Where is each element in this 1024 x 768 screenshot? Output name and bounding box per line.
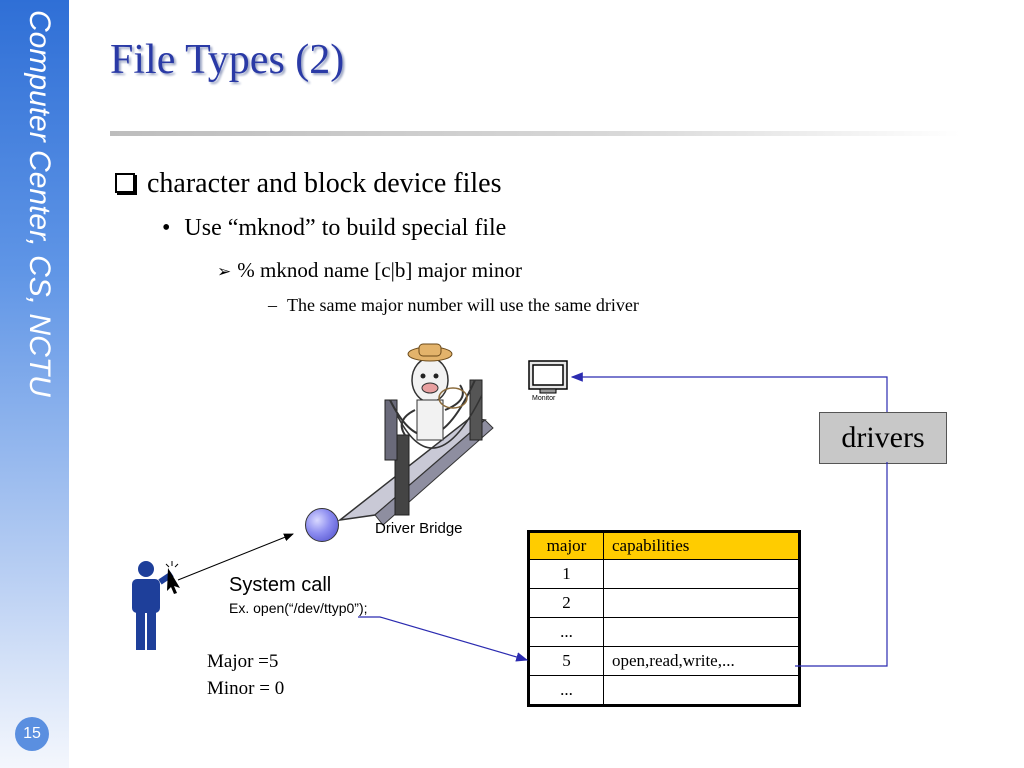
major-value-text: Major =5	[207, 651, 279, 672]
bullet-level2-text: Use “mknod” to build special file	[184, 215, 507, 241]
system-call-label: System call	[229, 574, 332, 596]
major-cell: 5	[528, 646, 604, 676]
bullet-level3-text: % mknod name [c|b] major minor	[237, 258, 522, 282]
title-divider	[110, 131, 960, 136]
bullet-level4-text: The same major number will use the same …	[287, 295, 639, 315]
capabilities-cell	[603, 588, 800, 618]
table-row: ...	[528, 617, 800, 647]
header-capabilities: capabilities	[603, 531, 800, 560]
bullet-level2: • Use “mknod” to build special file	[162, 215, 506, 242]
driver-table: major capabilities 1 2 ... 5 open,read,w…	[527, 530, 801, 707]
capabilities-cell: open,read,write,...	[603, 646, 800, 676]
capabilities-cell	[603, 559, 800, 589]
major-cell: ...	[528, 675, 604, 706]
table-row: ...	[528, 675, 800, 706]
monitor-label: Monitor	[532, 395, 556, 402]
checkbox-bullet-icon	[115, 173, 135, 193]
syscall-to-table-arrow	[358, 616, 529, 662]
major-cell: ...	[528, 617, 604, 647]
minor-value-text: Minor = 0	[207, 678, 285, 699]
dash-bullet-icon: –	[268, 295, 277, 315]
drivers-to-monitor-arrow	[570, 372, 888, 412]
bullet-level4: –The same major number will use the same…	[268, 295, 639, 316]
sidebar-caption: Computer Center, CS, NCTU	[4, 10, 66, 460]
bullet-level1: character and block device files	[115, 168, 501, 200]
table-to-drivers-line	[795, 462, 888, 667]
bullet-level3: ➢ % mknod name [c|b] major minor	[217, 258, 522, 283]
table-row: 1	[528, 559, 800, 589]
slide-title: File Types (2)	[110, 37, 345, 83]
user-figure-icon	[132, 561, 180, 650]
major-cell: 1	[528, 559, 604, 589]
bullet-level1-text: character and block device files	[147, 168, 502, 199]
bridge-clipart-icon	[337, 343, 494, 526]
arrow-bullet-icon: ➢	[217, 262, 232, 281]
header-major: major	[528, 531, 604, 560]
table-row: 5 open,read,write,...	[528, 646, 800, 676]
table-header-row: major capabilities	[528, 531, 800, 560]
bridge-endpoint-ball	[305, 508, 339, 542]
major-cell: 2	[528, 588, 604, 618]
page-number: 15	[15, 717, 49, 751]
monitor-icon	[528, 360, 568, 394]
drivers-box: drivers	[819, 412, 947, 464]
table-row: 2	[528, 588, 800, 618]
capabilities-cell	[603, 617, 800, 647]
sidebar-text: Computer Center, CS, NCTU	[23, 10, 56, 397]
sidebar: Computer Center, CS, NCTU 15	[0, 0, 69, 768]
capabilities-cell	[603, 675, 800, 706]
system-call-example: Ex. open(“/dev/ttyp0”);	[229, 600, 368, 616]
dot-bullet-icon: •	[162, 215, 171, 241]
bridge-label: Driver Bridge	[375, 520, 463, 537]
